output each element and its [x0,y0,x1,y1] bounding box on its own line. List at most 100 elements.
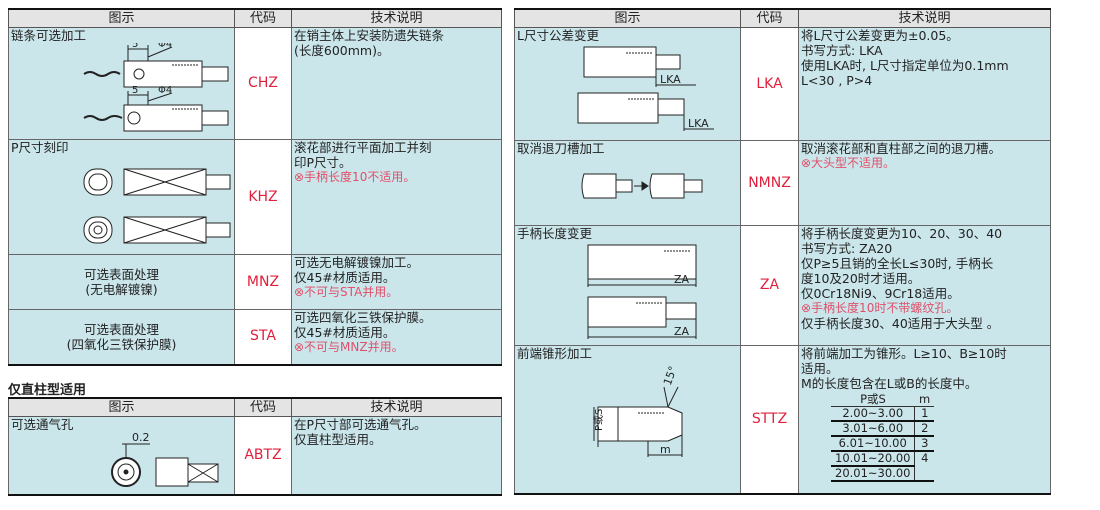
row-subtitle: (无电解镀镍) [85,282,158,297]
row-nmnz: 取消退刀槽加工 NMNZ 取消滚花部和直柱部之间的退刀槽。 ⊗大头型不适用。 [514,140,1051,226]
header-figure: 图示 [8,397,235,417]
taper-row: 10.01~20.00 4 [831,450,935,482]
header-figure: 图示 [514,8,741,28]
warning-line: ⊗手柄长度10不适用。 [294,170,416,184]
desc-line: 仅45#材质适用。 [294,270,396,285]
dim-0-2: 0.2 [132,432,150,444]
code-sttz: STTZ [740,345,799,495]
desc-za: 将手柄长度变更为10、20、30、40 书写方式: ZA20 仅P≥5且销的全长… [798,225,1051,346]
desc-line: 在销主体上安装防遗失链条 [294,28,445,43]
taper-row: 20.01~30.00 [831,465,934,482]
desc-line: 将L尺寸公差变更为±0.05。 [801,28,959,43]
desc-chz: 在销主体上安装防遗失链条 (长度600mm)。 [291,27,502,140]
dim-5-bottom: 5 [132,85,138,96]
header-desc: 技术说明 [291,8,502,28]
section-title: 仅直柱型适用 [8,383,87,398]
desc-line: M的长度包含在L或B的长度中。 [801,376,978,391]
row-subtitle: (四氧化三铁保护膜) [66,336,177,352]
taper-header-p: P或S [831,393,915,407]
taper-m: 3 [914,435,935,452]
dim-phi4-bottom: Φ4 [158,85,172,96]
tolerance-figure: LKA LKA [577,46,714,131]
desc-sttz: 将前端加工为锥形。L≥10、B≥10时 适用。 M的长度包含在L或B的长度中。 … [798,345,1051,495]
desc-line: 可选无电解镀镍加工。 [294,255,420,270]
row-lka: L尺寸公差变更 LKA LKA LKA 将L [514,27,1051,141]
figure-cell: 前端锥形加工 15° P或S m [514,345,741,495]
desc-line: 可选四氧化三铁保护膜。 [294,310,432,325]
row-sta: 可选表面处理 (四氧化三铁保护膜) STA 可选四氧化三铁保护膜。 仅45#材质… [8,309,502,366]
desc-line: 使用LKA时, L尺寸指定单位为0.1mm [801,58,1009,73]
figure-cell: P尺寸刻印 [8,139,235,255]
taper-table-header: P或S m [831,393,935,407]
desc-mnz: 可选无电解镀镍加工。 仅45#材质适用。 ⊗不可与STA并用。 [291,254,502,310]
label-lka-top: LKA [660,73,681,86]
label-angle: 15° [660,364,679,387]
row-mnz: 可选表面处理 (无电解镀镍) MNZ 可选无电解镀镍加工。 仅45#材质适用。 … [8,254,502,310]
code-mnz: MNZ [234,254,292,310]
engraving-figure [83,168,230,244]
desc-abtz: 在P尺寸部可选通气孔。 仅直柱型适用。 [291,416,502,496]
row-khz: P尺寸刻印 KHZ 滚花部进行平面加工并刻 [8,139,502,255]
label-m: m [660,443,671,456]
desc-line: 适用。 [801,361,839,376]
header-code: 代码 [740,8,799,28]
row-abtz: 可选通气孔 0.2 ABTZ 在P尺寸部可选通气孔。 仅直柱型适用。 [8,416,502,496]
desc-line: 仅P≥5且销的全长L≤30时, 手柄长 [801,256,994,271]
row-title: 取消退刀槽加工 [517,141,605,156]
taper-row: 2.00~3.00 1 [831,406,935,422]
header-desc: 技术说明 [291,397,502,417]
groove-figure [581,173,702,199]
desc-line: 印P尺寸。 [294,155,352,170]
warning-line: ⊗不可与STA并用。 [294,285,399,299]
figure-cell: 取消退刀槽加工 [514,140,741,226]
header-row: 图示 代码 技术说明 [8,8,502,28]
header-row: 图示 代码 技术说明 [514,8,1051,28]
figure-cell: 可选表面处理 (无电解镀镍) [8,254,235,310]
straight-type-table: 图示 代码 技术说明 可选通气孔 0.2 ABTZ 在 [8,397,502,496]
dim-phi4-top: Φ4 [158,43,172,50]
figure-cell: 链条可选加工 [8,27,235,140]
taper-figure: 15° P或S m [593,364,682,457]
label-lka-bottom: LKA [688,117,709,130]
handle-length-figure: ZA ZA [587,244,696,339]
taper-range: 6.01~10.00 [831,435,915,452]
taper-m: 4 [914,450,935,482]
vent-hole-figure: 0.2 [110,432,218,487]
warning-line: ⊗手柄长度10时不带螺纹孔。 [801,301,959,315]
figure-cell: L尺寸公差变更 LKA LKA [514,27,741,141]
warning-line: ⊗大头型不适用。 [801,156,896,170]
desc-line: 取消滚花部和直柱部之间的退刀槽。 [801,141,1002,156]
row-title: 链条可选加工 [11,28,87,43]
row-title: 可选通气孔 [11,417,74,432]
header-figure: 图示 [8,8,235,28]
header-code: 代码 [234,8,292,28]
row-title: 可选表面处理 [83,267,159,282]
code-nmnz: NMNZ [740,140,799,226]
desc-line: 书写方式: ZA20 [801,241,893,256]
taper-range: 20.01~30.00 [831,465,915,482]
desc-line: 将前端加工为锥形。L≥10、B≥10时 [801,346,1007,361]
desc-line: 仅45#材质适用。 [294,325,396,340]
label-za-bottom: ZA [674,325,690,338]
code-sta: STA [234,309,292,366]
desc-line: 仅直柱型适用。 [294,432,382,447]
desc-sta: 可选四氧化三铁保护膜。 仅45#材质适用。 ⊗不可与MNZ并用。 [291,309,502,366]
row-chz: 链条可选加工 [8,27,502,140]
desc-line: (长度600mm)。 [294,43,390,58]
row-title: 手柄长度变更 [517,226,593,241]
desc-lka: 将L尺寸公差变更为±0.05。 书写方式: LKA 使用LKA时, L尺寸指定单… [798,27,1051,141]
figure-cell: 可选表面处理 (四氧化三铁保护膜) [8,309,235,366]
row-title: P尺寸刻印 [11,140,69,155]
header-code: 代码 [234,397,292,417]
desc-line: 仅0Cr18Ni9、9Cr18适用。 [801,286,960,301]
figure-cell: 可选通气孔 0.2 [8,416,235,496]
warning-line: ⊗不可与MNZ并用。 [294,340,404,354]
desc-line: 在P尺寸部可选通气孔。 [294,417,427,432]
taper-m: 1 [914,406,935,422]
desc-line: 度10及20时才适用。 [801,271,921,286]
row-za: 手柄长度变更 ZA ZA ZA [514,225,1051,346]
taper-length-table: P或S m 2.00~3.00 1 3.01~6.00 2 6.01~10.00… [831,393,935,482]
row-title: L尺寸公差变更 [517,28,599,43]
right-options-table: 图示 代码 技术说明 L尺寸公差变更 LKA [514,8,1051,495]
taper-range: 3.01~6.00 [831,420,915,437]
